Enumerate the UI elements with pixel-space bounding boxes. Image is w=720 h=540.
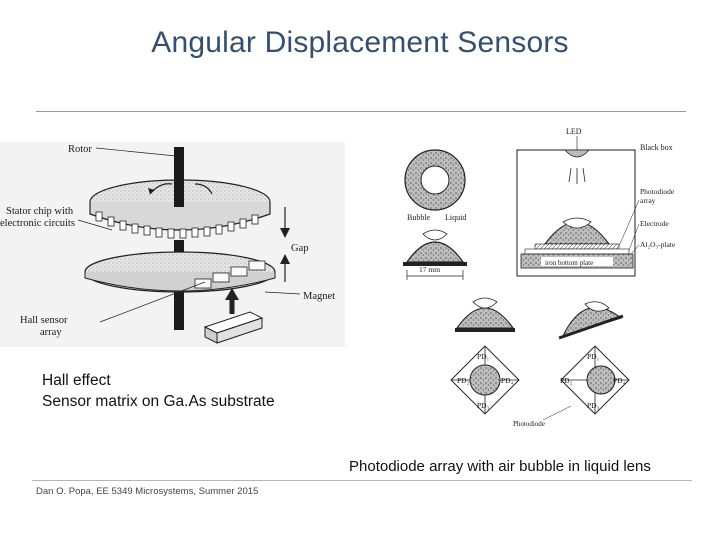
hall-caption: Hall effect Sensor matrix on Ga.As subst… <box>42 370 275 412</box>
pd4-left: PD₄ <box>501 376 514 385</box>
pd-array-offset: PD₁ PD₂ PD₄ PD₃ <box>560 345 630 415</box>
shaft-top <box>174 147 184 207</box>
pd3-left: PD₃ <box>477 401 490 410</box>
label-rotor: Rotor <box>68 144 92 155</box>
hall-caption-line-2: Sensor matrix on Ga.As substrate <box>42 393 275 410</box>
rotor-teeth <box>95 211 259 239</box>
label-electrode: Electrode <box>640 219 669 228</box>
label-photodiode-array-2: array <box>640 196 656 205</box>
pd2-left: PD₂ <box>457 376 470 385</box>
photodiode-caption: Photodiode array with air bubble in liqu… <box>349 458 651 475</box>
bubble-side-view <box>405 241 465 263</box>
pd1-right: PD₁ <box>587 352 600 361</box>
hall-sensor-drawing: Rotor Stator chip with electronic circui… <box>0 142 345 347</box>
hall-sensor-blocks <box>194 260 266 289</box>
label-bubble: Bubble <box>407 213 431 222</box>
pd1-left: PD₁ <box>477 352 490 361</box>
pd4-right: PD₄ <box>613 376 626 385</box>
pd-array-centered: PD₁ PD₂ PD₄ PD₃ <box>450 345 520 415</box>
pd3-right: PD₃ <box>587 401 600 410</box>
label-photodiode: Photodiode <box>513 420 545 428</box>
footer-divider <box>32 480 692 481</box>
label-hall-2: array <box>40 327 62 338</box>
label-stator-2: electronic circuits <box>0 218 75 229</box>
dome-tilted <box>558 301 624 340</box>
hall-caption-line-1: Hall effect <box>42 372 111 389</box>
label-iron-plate: iron bottom plate <box>545 259 593 267</box>
shaft-bottom <box>174 284 184 330</box>
dome-center <box>455 297 515 332</box>
label-stator-1: Stator chip with <box>6 206 74 217</box>
label-black-box: Black box <box>640 143 673 152</box>
slide-title: Angular Displacement Sensors <box>151 26 569 59</box>
label-al2o3: Al₂O₃-plate <box>640 240 676 249</box>
label-dimension: 17 mm <box>419 265 440 274</box>
label-led: LED <box>566 127 582 136</box>
label-gap: Gap <box>291 243 309 254</box>
photodiode-drawing: Bubble Liquid 17 mm iron bottom plate LE… <box>403 127 676 428</box>
slide-footer: Dan O. Popa, EE 5349 Microsystems, Summe… <box>36 486 259 497</box>
photodiode-array <box>534 243 620 250</box>
label-magnet: Magnet <box>303 291 335 302</box>
label-liquid: Liquid <box>445 213 466 222</box>
pd2-right: PD₂ <box>560 376 573 385</box>
photodiode-figure: Bubble Liquid 17 mm iron bottom plate LE… <box>395 122 695 434</box>
led <box>564 149 590 158</box>
label-photodiode-array-1: Photodiode <box>640 187 675 196</box>
title-divider <box>36 111 686 112</box>
label-hall-1: Hall sensor <box>20 315 68 326</box>
hall-sensor-figure: Rotor Stator chip with electronic circui… <box>0 142 345 347</box>
